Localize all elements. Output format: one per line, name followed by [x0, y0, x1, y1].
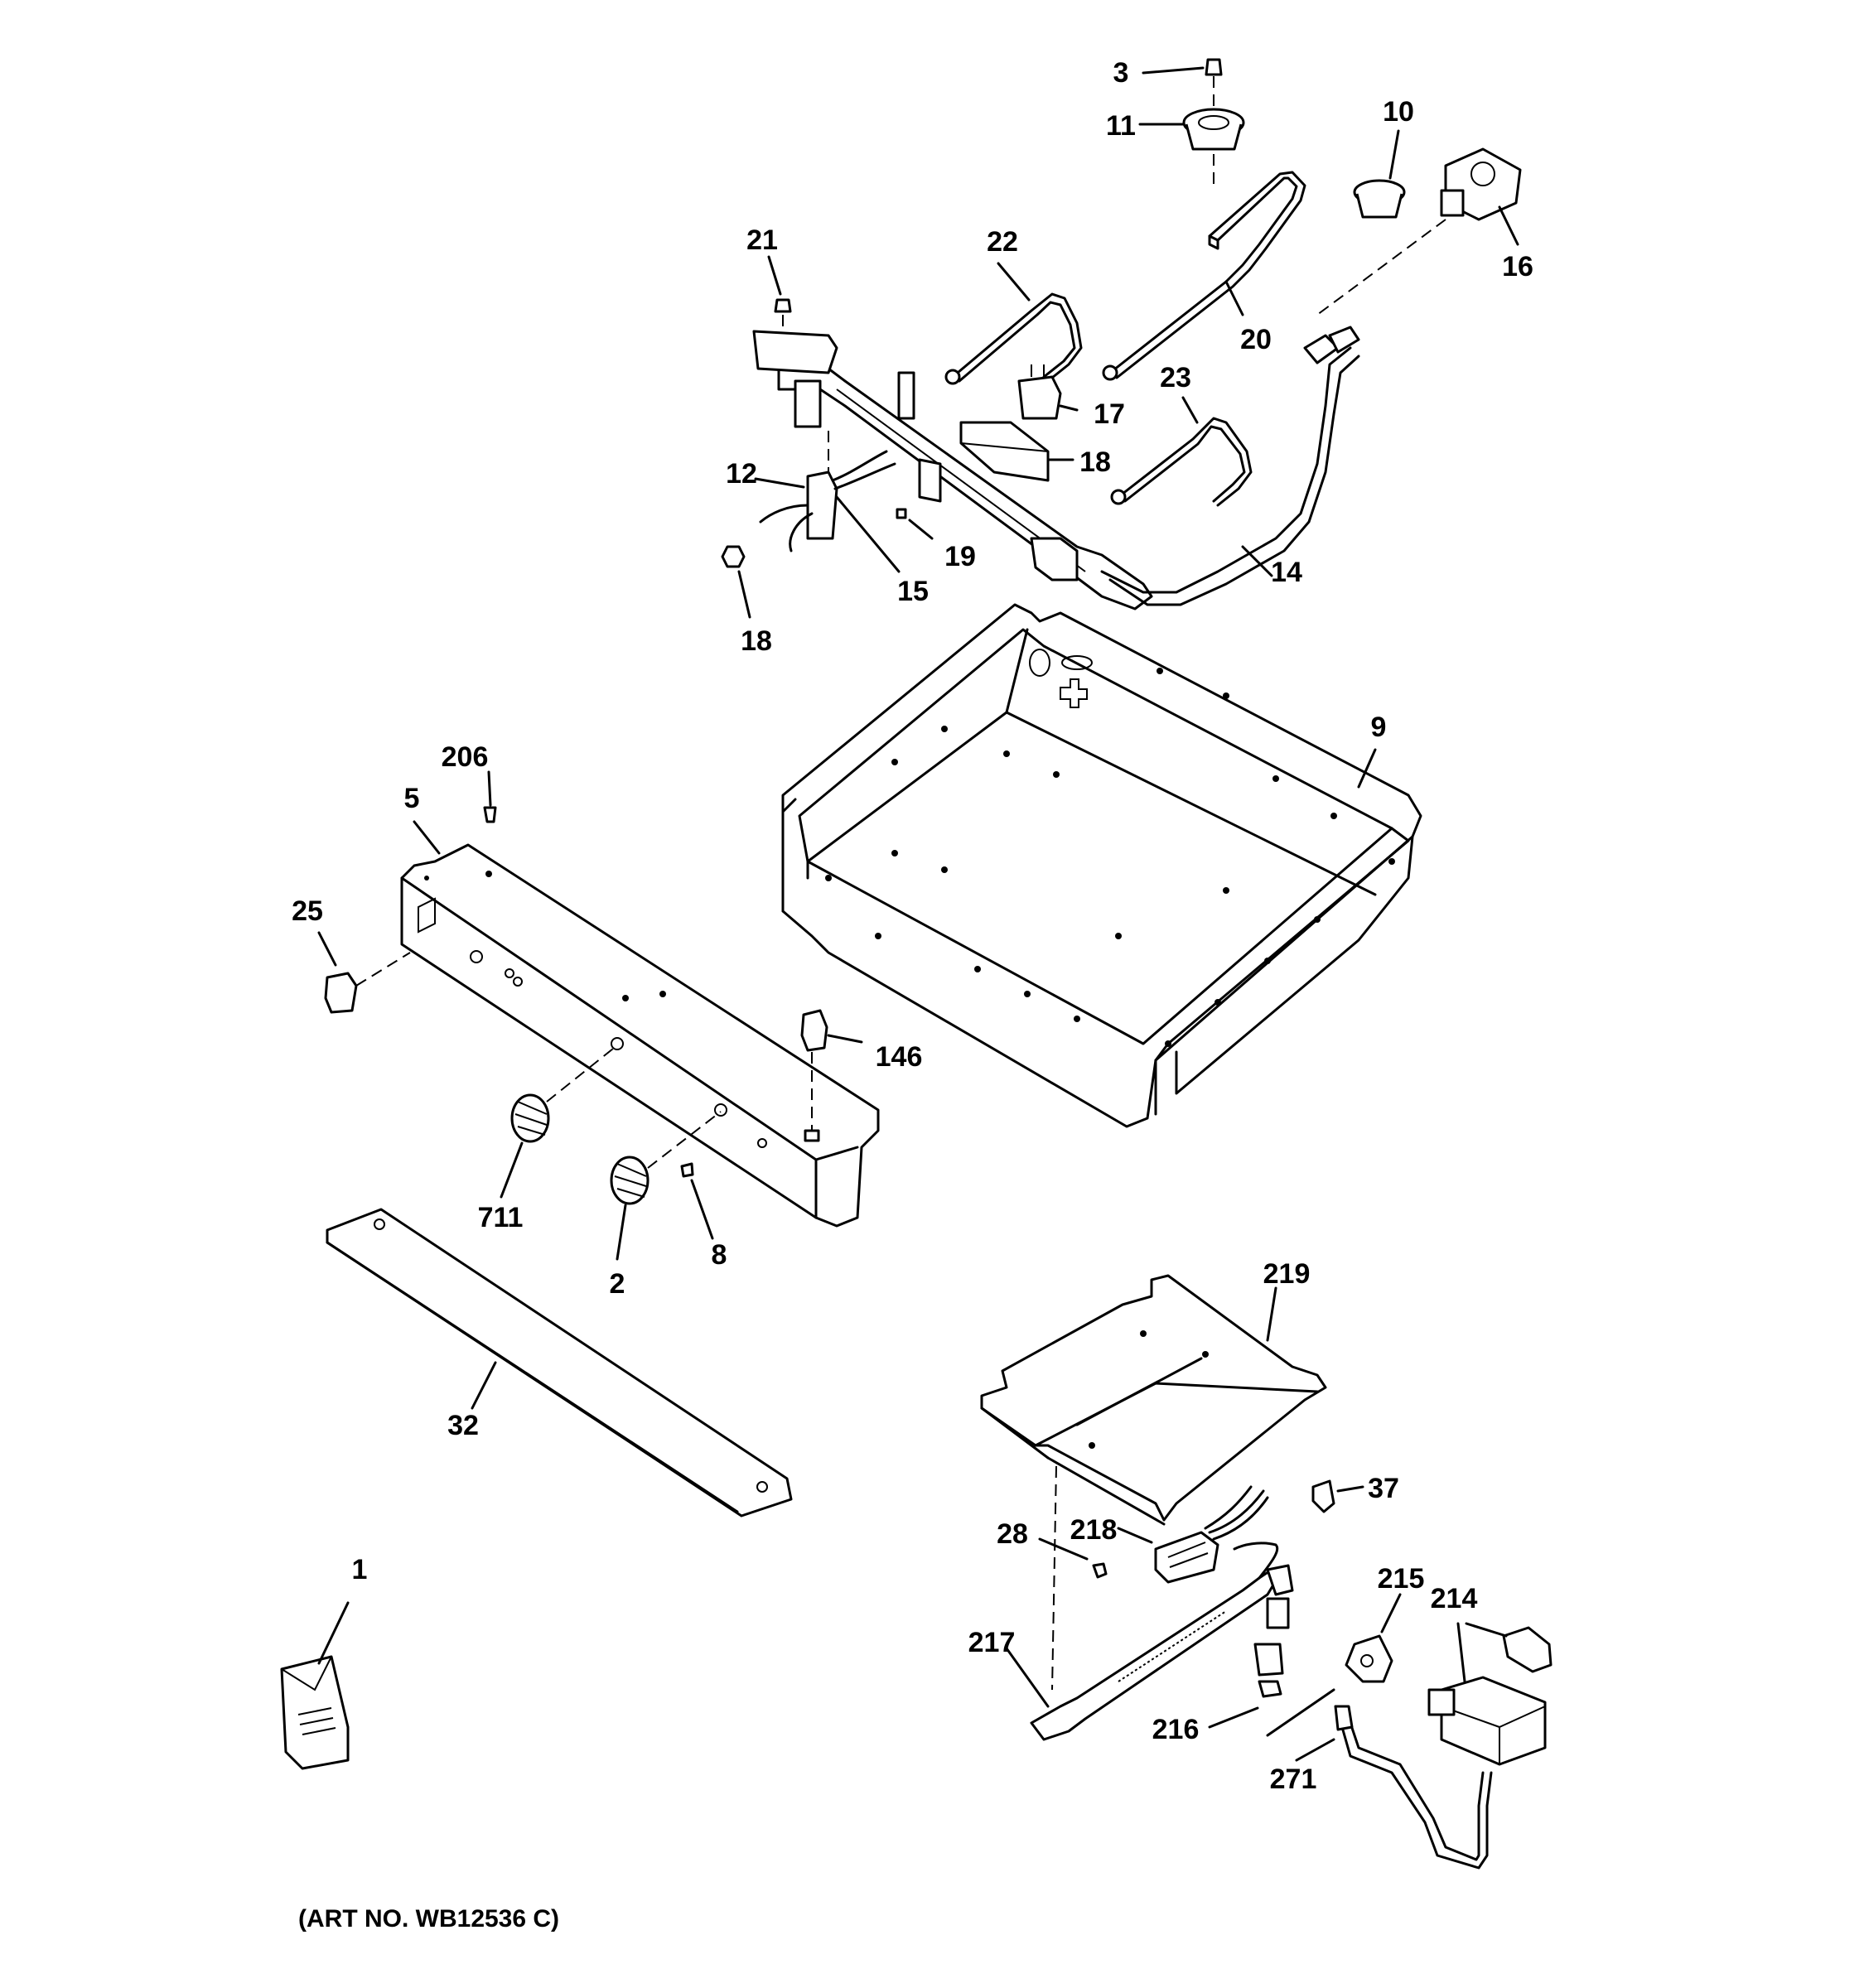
- callout-711: 711: [477, 1202, 524, 1233]
- part-22-tube: [944, 262, 1083, 385]
- part-37-plate: [1311, 1479, 1364, 1513]
- callout-25: 25: [292, 895, 323, 927]
- part-219-shield: [980, 1274, 1327, 1526]
- callout-146: 146: [875, 1041, 923, 1073]
- callout-216: 216: [1152, 1714, 1200, 1745]
- part-214-valve: [1427, 1622, 1553, 1766]
- part-23-tube: [1110, 396, 1253, 507]
- part-25-clip: [317, 931, 411, 1014]
- callout-215: 215: [1377, 1563, 1425, 1595]
- callout-217: 217: [968, 1627, 1016, 1658]
- callout-271: 271: [1269, 1764, 1317, 1795]
- callout-14: 14: [1271, 557, 1302, 588]
- part-216-pointer: [1208, 1706, 1259, 1729]
- part-9-burner-box: [781, 603, 1422, 1128]
- callout-18-upper: 18: [1079, 446, 1111, 478]
- part-206-screw: [483, 770, 497, 823]
- callout-219: 219: [1263, 1258, 1311, 1290]
- part-3-screw: [1142, 58, 1223, 108]
- callout-206: 206: [441, 741, 489, 773]
- part-2-knob: [610, 1111, 722, 1261]
- callout-11: 11: [1106, 110, 1136, 142]
- callout-2: 2: [609, 1268, 625, 1300]
- art-number-caption: (ART NO. WB12536 C): [298, 1905, 560, 1933]
- callout-37: 37: [1368, 1473, 1399, 1504]
- callout-20: 20: [1240, 324, 1272, 355]
- callout-214: 214: [1430, 1583, 1478, 1614]
- callout-15: 15: [897, 576, 929, 607]
- part-15-pointer: [835, 495, 901, 573]
- part-711-knob: [500, 1045, 618, 1199]
- part-18-bracket: [959, 421, 1074, 482]
- part-19-screw: [896, 508, 934, 540]
- callout-218: 218: [1070, 1514, 1118, 1546]
- callout-22: 22: [987, 226, 1018, 258]
- part-215-bracket: [1253, 1564, 1402, 1737]
- part-10-burner-head: [1353, 129, 1406, 219]
- part-20-tube: [1102, 171, 1306, 381]
- callout-28: 28: [997, 1518, 1028, 1550]
- callout-17: 17: [1094, 398, 1125, 430]
- part-32-trim-strip: [326, 1208, 793, 1518]
- part-271-tube: [1295, 1705, 1493, 1870]
- part-16-valve: [1316, 147, 1522, 316]
- callout-5: 5: [403, 783, 420, 814]
- callout-9: 9: [1370, 712, 1387, 743]
- part-12-ignitor-switch: [754, 431, 896, 552]
- callout-18-lower: 18: [741, 625, 772, 657]
- part-5-control-panel: [400, 820, 880, 1228]
- part-146-clip: [800, 1009, 863, 1142]
- part-11-burner-head: [1138, 108, 1245, 186]
- part-217-oven-burner: [1005, 1465, 1282, 1741]
- part-18-nut: [721, 545, 751, 619]
- part-218-ignitor: [1117, 1485, 1269, 1584]
- callout-1: 1: [351, 1554, 368, 1585]
- callout-3: 3: [1113, 57, 1129, 89]
- callout-16: 16: [1502, 251, 1533, 282]
- part-8-screw: [680, 1162, 714, 1240]
- callout-23: 23: [1160, 362, 1191, 393]
- callout-21: 21: [746, 224, 778, 256]
- callout-32: 32: [447, 1410, 479, 1441]
- callout-12: 12: [726, 458, 757, 490]
- part-28-nut: [1038, 1537, 1108, 1579]
- part-14-manifold-assembly: [752, 326, 1360, 610]
- part-17-switch: [1017, 364, 1079, 420]
- callout-10: 10: [1383, 96, 1414, 128]
- callout-8: 8: [711, 1239, 727, 1271]
- part-1-manual-envelope: [280, 1601, 350, 1770]
- callout-19: 19: [944, 541, 976, 572]
